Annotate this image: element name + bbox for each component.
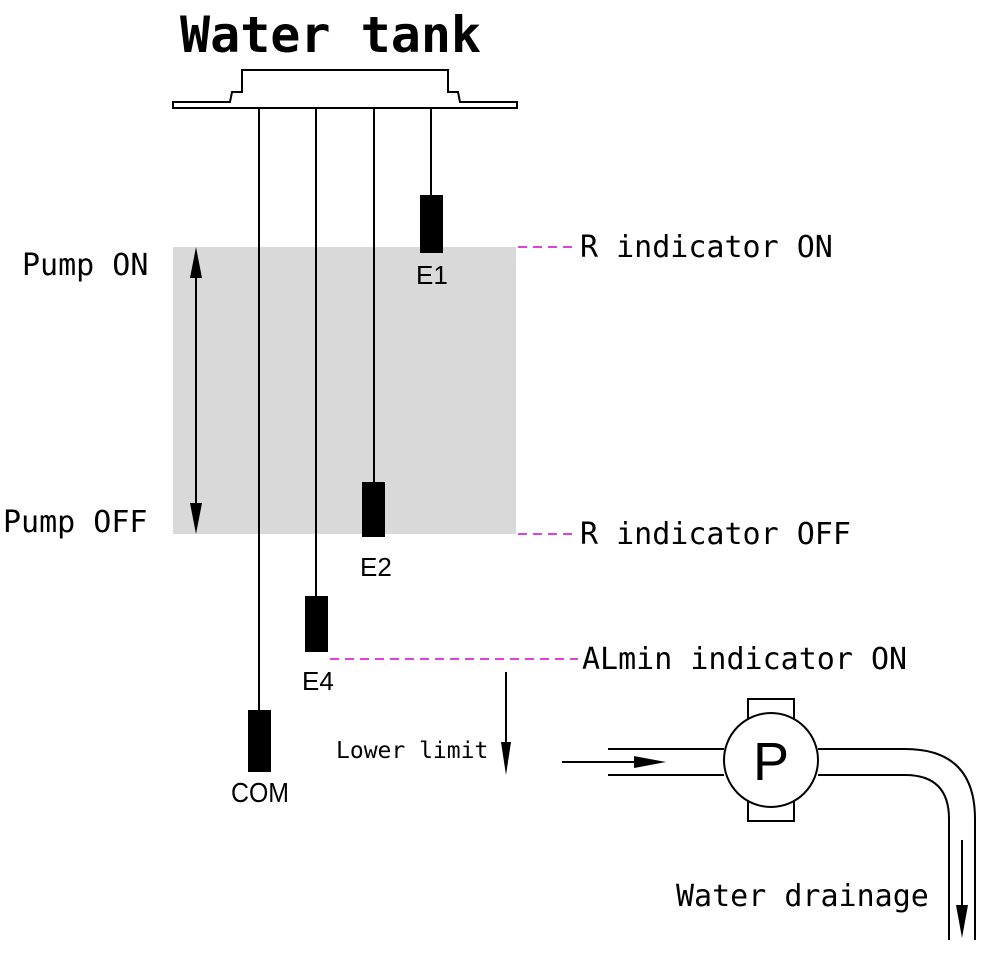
almin-indicator-on-label: ALmin indicator ON [582,642,907,677]
r-indicator-off-label: R indicator OFF [580,517,851,552]
e2-label: E2 [360,552,392,582]
e4-probe [305,596,328,652]
pump-symbol: P [753,732,789,792]
com-label: COM [231,777,289,808]
r-indicator-on-label: R indicator ON [580,230,833,265]
inflow-arrow [562,756,666,768]
outlet-pipe-outer [818,748,976,940]
diagram-title: Water tank [180,6,481,64]
com-probe [248,710,271,772]
tank-lid [172,69,518,109]
outlet-pipe-inner [818,774,950,940]
lower-limit-arrow [501,672,511,775]
water-drainage-label: Water drainage [676,879,929,914]
e2-probe [362,482,385,537]
pump [723,698,819,822]
pump-off-label: Pump OFF [3,505,148,540]
e4-label: E4 [302,666,334,696]
pump-range-arrow [190,247,202,534]
pump-zone [173,247,516,534]
drainage-arrow [956,840,968,938]
e1-probe [420,195,443,253]
lower-limit-label: Lower limit [336,738,488,764]
e1-label: E1 [416,260,448,290]
pump-on-label: Pump ON [22,248,148,283]
